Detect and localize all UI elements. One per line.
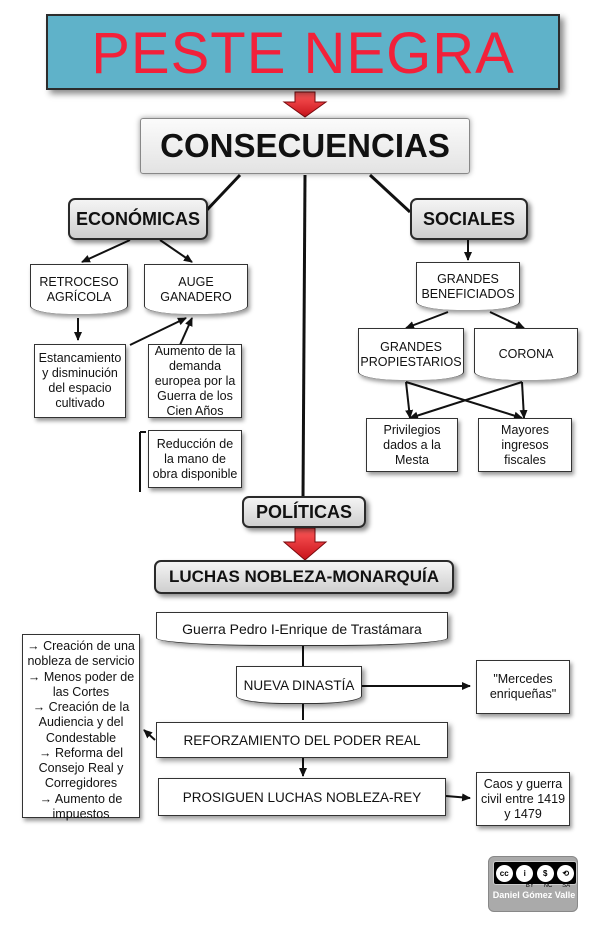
- diagram-title: PESTE NEGRA: [46, 14, 560, 90]
- cc-icons: cc i $ ⟲: [493, 861, 577, 885]
- grandes-beneficiados-node: GRANDES BENEFICIADOS: [416, 262, 520, 310]
- consequences-heading: CONSECUENCIAS: [140, 118, 470, 174]
- measure-item: → Creación de la Audiencia y del Condest…: [32, 700, 130, 745]
- grandes-propietarios-node: GRANDES PROPIESTARIOS: [358, 328, 464, 380]
- measure-item: → Menos poder de las Cortes: [27, 669, 135, 699]
- retroceso-agricola-node: RETROCESO AGRÍCOLA: [30, 264, 128, 314]
- mercedes-enriquenas-note: "Mercedes enriqueñas": [476, 660, 570, 714]
- luchas-nobleza-monarquia-node: LUCHAS NOBLEZA-MONARQUÍA: [154, 560, 454, 594]
- license-codes: BY NC SA: [525, 883, 571, 889]
- reforzamiento-measures-list: → Creación de una nobleza de servicio → …: [22, 634, 140, 821]
- creative-commons-badge[interactable]: cc i $ ⟲ BY NC SA Daniel Gómez Valle: [488, 856, 578, 912]
- by-icon: i: [516, 864, 534, 882]
- sa-icon: ⟲: [557, 864, 575, 882]
- estancamiento-note: Estancamiento y disminución del espacio …: [34, 344, 126, 418]
- privilegios-mesta-note: Privilegios dados a la Mesta: [366, 418, 458, 472]
- measure-item: → Reforma del Consejo Real y Corregidore…: [38, 745, 124, 791]
- cc-icon: cc: [495, 864, 513, 882]
- guerra-pedro-enrique-node: Guerra Pedro I-Enrique de Trastámara: [156, 612, 448, 646]
- red-arrow-icon: [282, 91, 328, 561]
- auge-ganadero-node: AUGE GANADERO: [144, 264, 248, 314]
- caos-guerra-civil-note: Caos y guerra civil entre 1419 y 1479: [476, 772, 570, 826]
- nueva-dinastia-node: NUEVA DINASTÍA: [236, 666, 362, 704]
- corona-node: CORONA: [474, 328, 578, 380]
- aumento-demanda-note: Aumento de la demanda europea por la Gue…: [148, 344, 242, 418]
- reduccion-mano-obra-note: Reducción de la mano de obra disponible: [148, 430, 242, 488]
- reforzamiento-poder-real-node: REFORZAMIENTO DEL PODER REAL: [156, 722, 448, 758]
- economic-category: ECONÓMICAS: [68, 198, 208, 240]
- measure-item: → Aumento de impuestos: [39, 791, 123, 821]
- social-category: SOCIALES: [410, 198, 528, 240]
- ingresos-fiscales-note: Mayores ingresos fiscales: [478, 418, 572, 472]
- political-category: POLÍTICAS: [242, 496, 366, 528]
- nc-icon: $: [536, 864, 554, 882]
- measure-item: → Creación de una nobleza de servicio: [27, 639, 135, 669]
- author-name: Daniel Gómez Valle: [492, 890, 576, 900]
- prosiguen-luchas-node: PROSIGUEN LUCHAS NOBLEZA-REY: [158, 778, 446, 816]
